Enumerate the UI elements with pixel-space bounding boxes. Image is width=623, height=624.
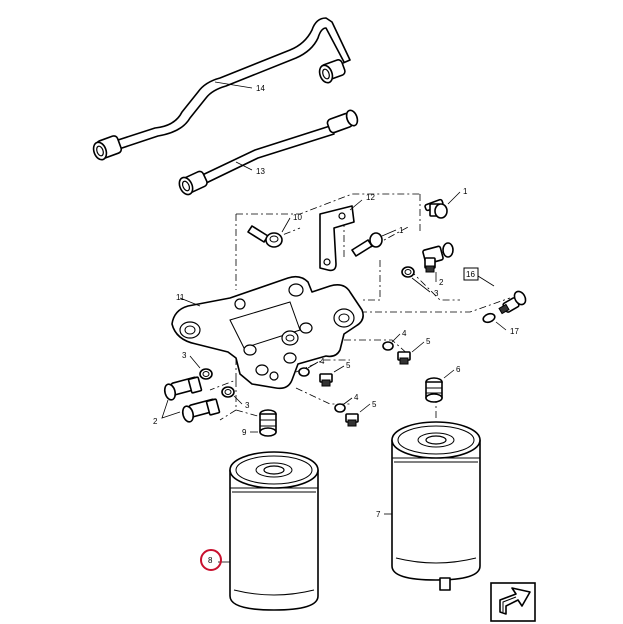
callout-5-a: 5 (426, 337, 431, 346)
pipe-13-end-fitting-right (326, 109, 359, 134)
callout-8: 8 (208, 556, 213, 565)
sealing-washer-3-lower[interactable] (221, 386, 235, 398)
pipe-14-end-fitting-right (318, 59, 346, 84)
callout-2-upper: 2 (439, 278, 444, 287)
callout-1-middle: 1 (399, 226, 404, 235)
fitting-16[interactable] (498, 289, 528, 315)
callout-14: 14 (256, 84, 265, 93)
callout-10: 10 (293, 213, 302, 222)
callout-1-upper: 1 (463, 187, 468, 196)
pipe-13-end-fitting-left (178, 170, 208, 196)
callout-3-upper: 3 (434, 289, 439, 298)
next-page-arrow-icon[interactable] (490, 582, 536, 622)
sealing-washer-3-upper[interactable] (401, 266, 415, 278)
fuel-pipe-14[interactable] (91, 17, 351, 162)
plug-5-b[interactable] (319, 373, 333, 387)
bracket-12[interactable] (319, 205, 355, 272)
plug-5-c[interactable] (345, 413, 359, 427)
adapter-6[interactable] (425, 377, 443, 403)
bolt-10[interactable] (247, 225, 283, 248)
o-ring-4-b[interactable] (298, 367, 310, 377)
adapter-2-left-lower[interactable] (181, 398, 221, 423)
callout-12: 12 (366, 193, 375, 202)
callout-5-c: 5 (372, 400, 377, 409)
callout-11: 11 (176, 293, 185, 302)
fuel-filter-8[interactable] (229, 451, 319, 611)
filter-head-11[interactable] (171, 275, 364, 390)
assembly-lines (209, 193, 511, 421)
adapter-2-left-upper[interactable] (163, 376, 203, 401)
adapter-2-upper[interactable] (422, 242, 454, 273)
callout-7: 7 (376, 510, 381, 519)
sealing-washer-3-left[interactable] (199, 368, 213, 380)
callout-17: 17 (510, 327, 519, 336)
o-ring-17[interactable] (482, 312, 496, 324)
fuel-pipe-13[interactable] (177, 109, 360, 197)
label-box-16[interactable]: 16 (463, 267, 479, 281)
callout-3-lower: 3 (245, 401, 250, 410)
callout-13: 13 (256, 167, 265, 176)
callout-9: 9 (242, 428, 247, 437)
callout-2-left: 2 (153, 417, 158, 426)
bolt-1-upper[interactable] (424, 198, 448, 219)
callout-8-highlight[interactable]: 8 (200, 549, 222, 571)
o-ring-4-c[interactable] (334, 403, 346, 413)
plug-5-a[interactable] (397, 351, 411, 365)
o-ring-4-a[interactable] (382, 341, 394, 351)
bolt-1-middle[interactable] (351, 232, 383, 257)
adapter-9[interactable] (259, 409, 277, 437)
callout-4-c: 4 (354, 393, 359, 402)
callout-16: 16 (466, 270, 475, 279)
pipe-14-end-fitting-left (92, 135, 123, 161)
fuel-filter-7[interactable] (391, 421, 481, 591)
callout-3-left: 3 (182, 351, 187, 360)
callout-4-b: 4 (320, 357, 325, 366)
callout-5-b: 5 (346, 361, 351, 370)
callout-4-a: 4 (402, 329, 407, 338)
callout-6: 6 (456, 365, 461, 374)
